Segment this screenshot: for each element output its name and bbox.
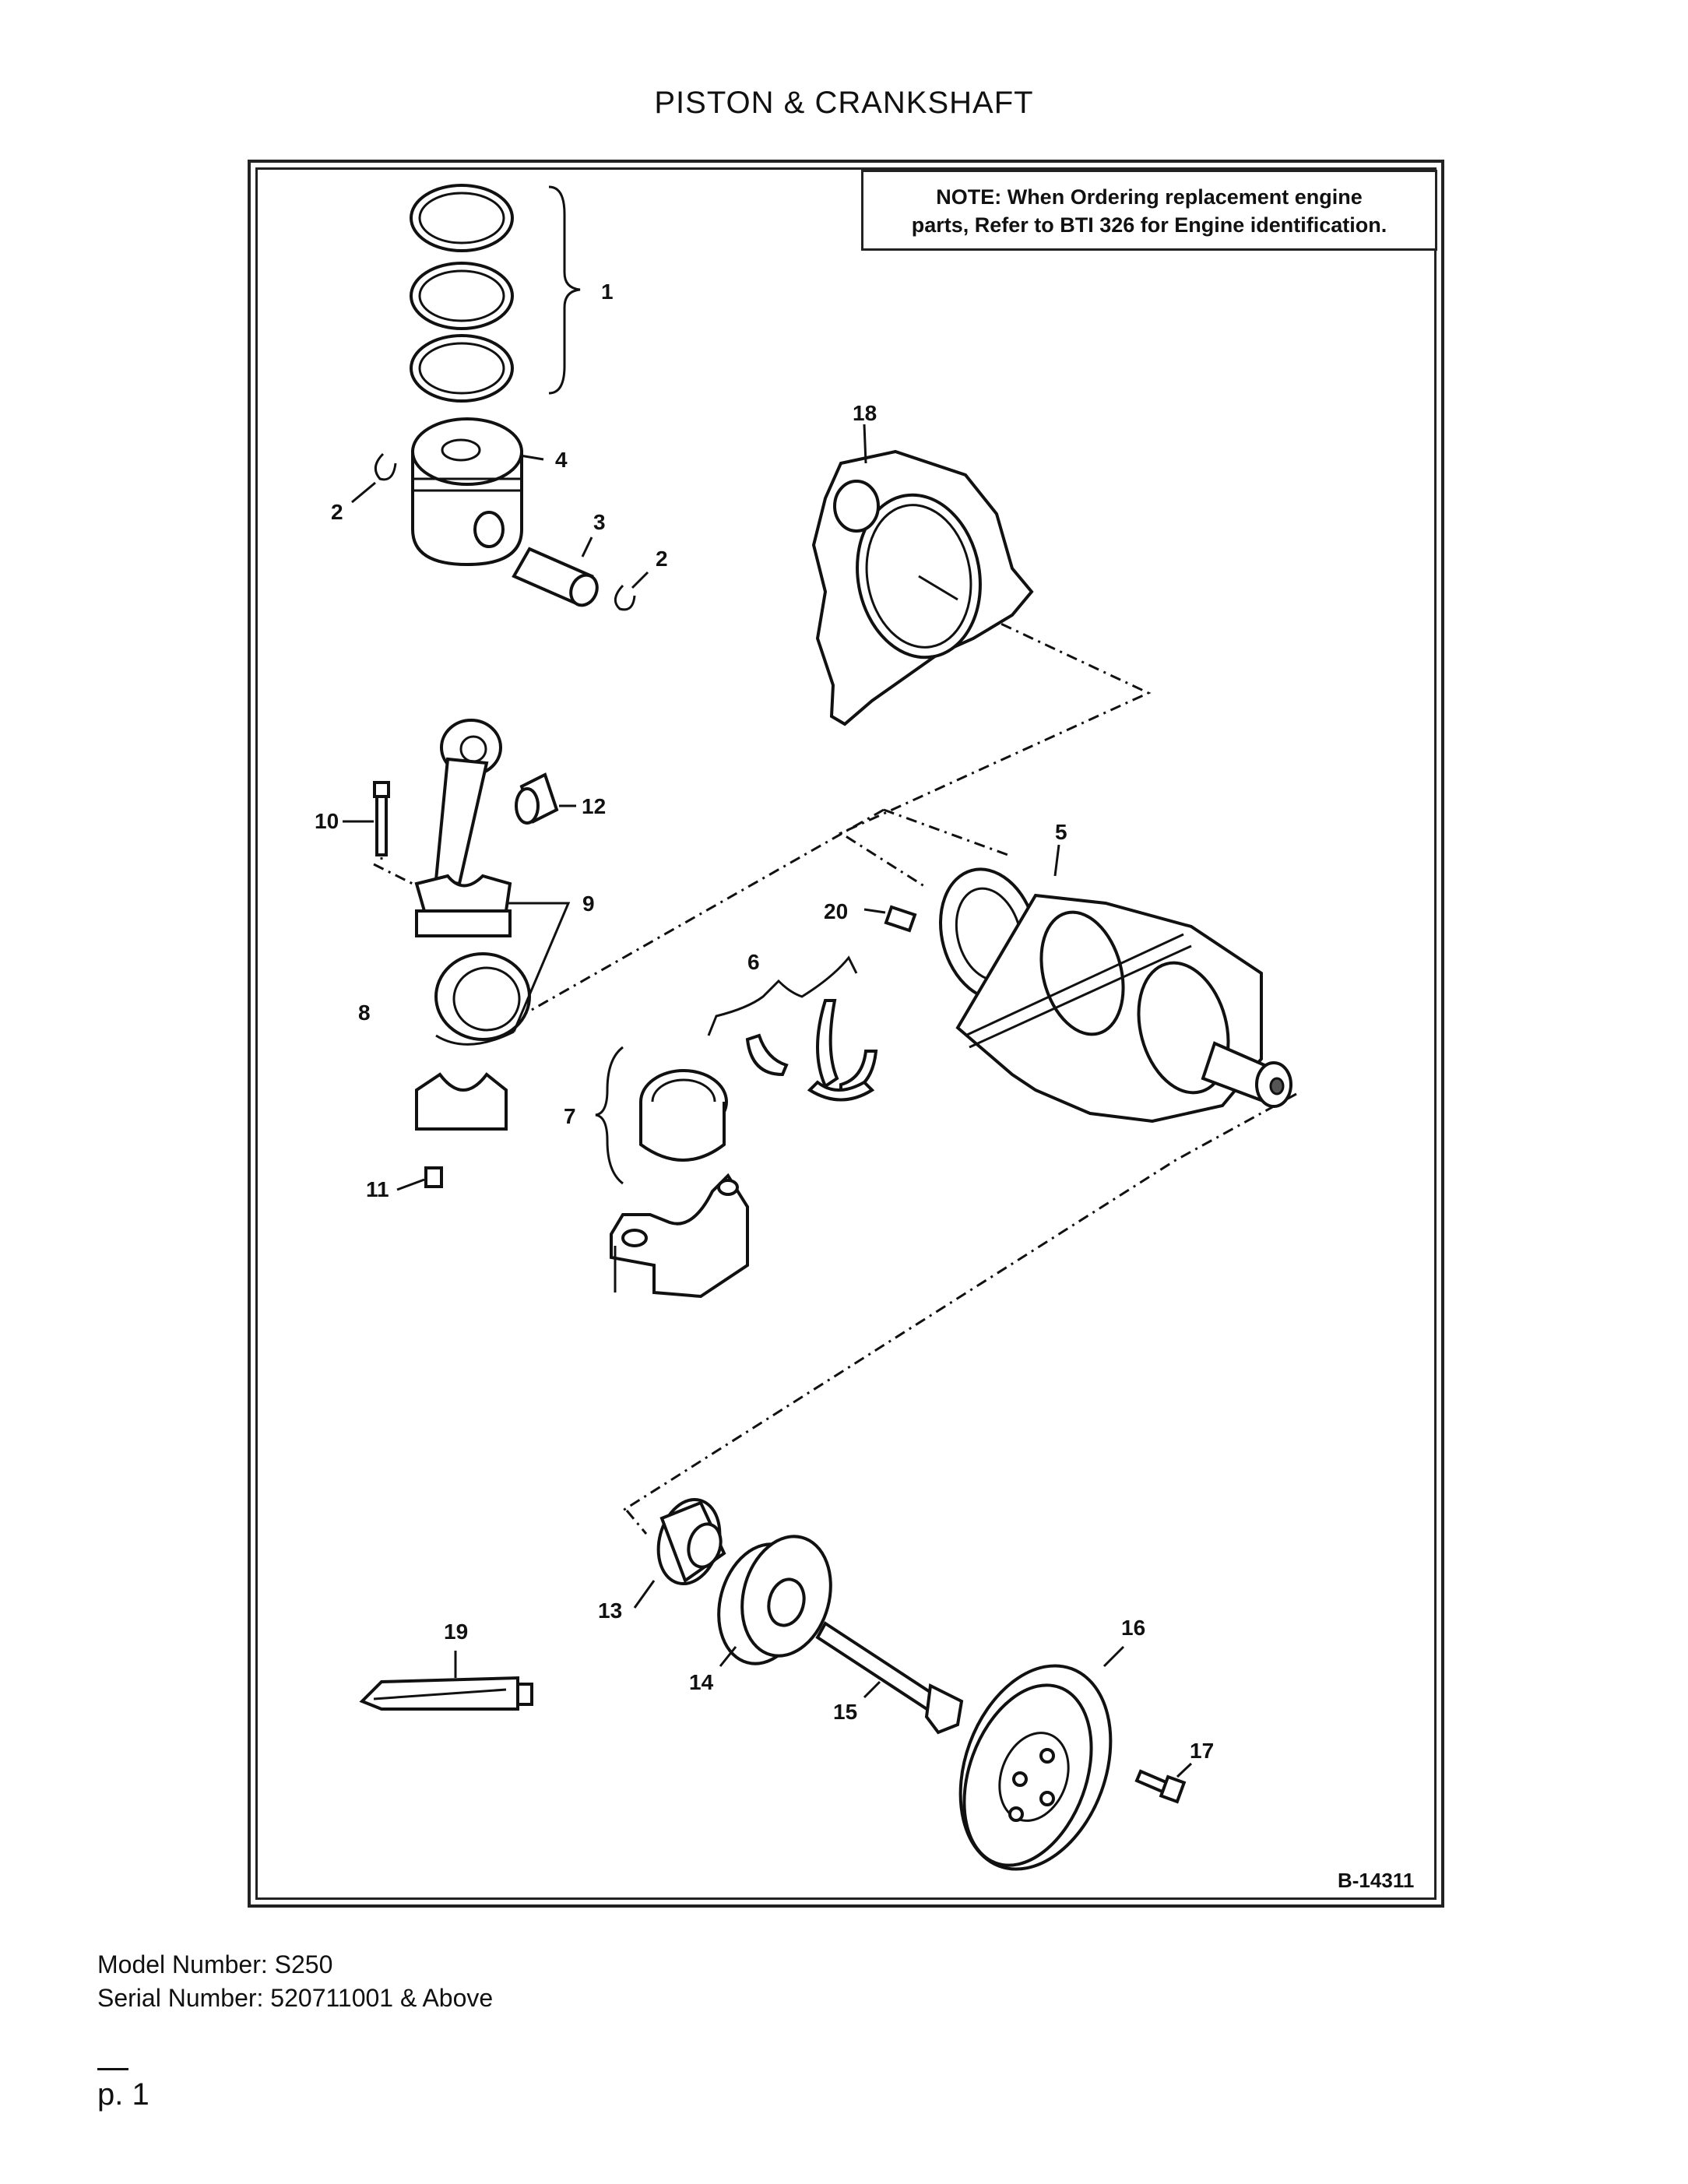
model-number: Model Number: S250 <box>97 1950 333 1978</box>
callout-10: 10 <box>315 809 339 833</box>
serial-number: Serial Number: 520711001 & Above <box>97 1984 494 2012</box>
rod-nut-icon <box>424 1166 443 1188</box>
callout-8: 8 <box>358 1001 371 1025</box>
rod-bushing-icon <box>515 772 559 825</box>
circlip-icon <box>374 452 636 611</box>
dowel-pin-icon <box>884 905 917 933</box>
callout-4: 4 <box>555 448 568 472</box>
footer-rule <box>97 2068 128 2070</box>
page-title: PISTON & CRANKSHAFT <box>654 86 1034 120</box>
callout-9: 9 <box>582 892 595 916</box>
note-line-1: NOTE: When Ordering replacement engine <box>863 183 1435 211</box>
crank-gear-icon <box>656 1497 726 1586</box>
callout-14: 14 <box>689 1670 714 1694</box>
sealant-tube-icon <box>359 1676 533 1711</box>
diagram-frame <box>248 160 1444 1908</box>
piston-pin-icon <box>512 547 599 607</box>
pulley-icon <box>958 1664 1113 1871</box>
callout-11: 11 <box>366 1177 389 1201</box>
diagram-frame-inner <box>255 167 1437 1900</box>
callout-19: 19 <box>444 1620 468 1644</box>
callout-15: 15 <box>833 1700 857 1724</box>
callout-3: 3 <box>593 510 606 534</box>
callout-20: 20 <box>824 899 848 923</box>
piston-icon <box>411 417 523 567</box>
rod-bearing-icon <box>434 952 531 1046</box>
callout-6: 6 <box>747 950 760 974</box>
callout-7: 7 <box>564 1104 576 1128</box>
note-text-1: When Ordering replacement engine <box>1001 185 1363 209</box>
connecting-rod-icon <box>414 719 512 937</box>
rod-bolt-icon <box>373 781 390 856</box>
callout-13: 13 <box>598 1598 622 1623</box>
callout-1: 1 <box>601 280 614 304</box>
callout-2b: 2 <box>656 547 668 571</box>
piston-rings-icon <box>410 184 581 403</box>
main-cap-icon <box>610 1173 749 1299</box>
callout-labels: 1 2 2 3 4 5 6 7 8 9 10 11 12 13 14 15 16… <box>315 280 1214 1763</box>
main-bearing-icon <box>595 1046 728 1185</box>
crankshaft-icon <box>939 867 1292 1124</box>
note-box: NOTE: When Ordering replacement engine p… <box>861 170 1437 251</box>
thrust-washer-icon <box>707 955 878 1102</box>
page-number: p. 1 <box>97 2077 149 2112</box>
callout-17: 17 <box>1190 1739 1214 1763</box>
pulley-bolt-icon <box>815 1621 964 1735</box>
note-label: NOTE: <box>936 185 1002 209</box>
callout-5: 5 <box>1055 820 1067 844</box>
figure-id: B-14311 <box>1338 1869 1415 1892</box>
small-bolt-icon <box>1134 1769 1187 1804</box>
rod-cap-icon <box>415 1072 508 1131</box>
note-text-2: parts, Refer to BTI 326 for Engine ident… <box>911 213 1387 237</box>
callout-2a: 2 <box>331 500 343 524</box>
callout-18: 18 <box>853 401 877 425</box>
callout-16: 16 <box>1121 1616 1145 1640</box>
leader-lines <box>343 424 1193 1778</box>
hub-icon <box>717 1535 832 1665</box>
callout-12: 12 <box>582 794 606 818</box>
rear-seal-housing-icon <box>811 449 1034 726</box>
